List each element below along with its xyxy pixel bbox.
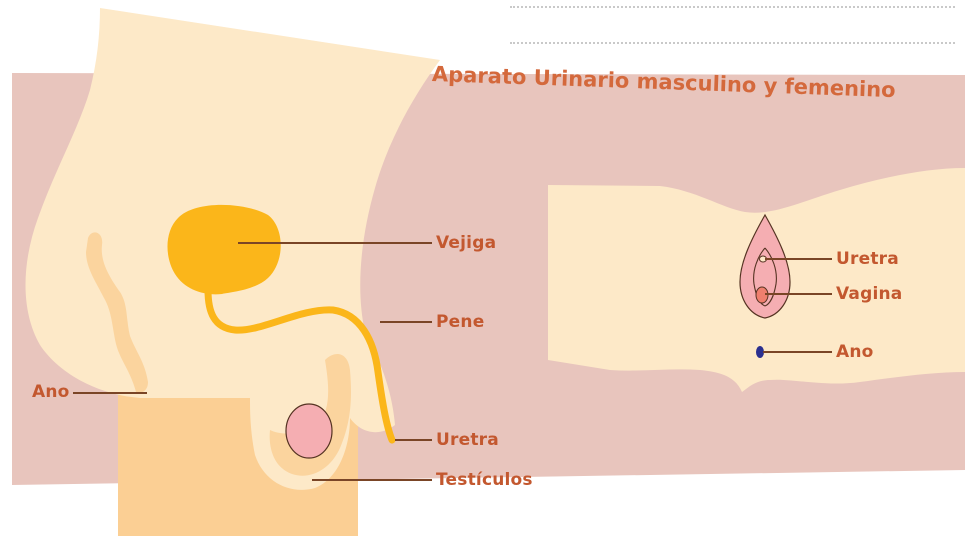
label-bladder: Vejiga [436, 233, 496, 253]
label-vagina: Vagina [836, 284, 902, 304]
label-male-urethra: Uretra [436, 430, 499, 450]
label-female-anus: Ano [836, 342, 874, 362]
label-male-anus: Ano [32, 382, 70, 402]
male-bladder [167, 205, 280, 294]
label-female-urethra: Uretra [836, 249, 899, 269]
label-testicles: Testículos [436, 470, 533, 490]
female-anus [756, 346, 764, 358]
label-penis: Pene [436, 312, 484, 332]
male-testicle [286, 404, 332, 458]
